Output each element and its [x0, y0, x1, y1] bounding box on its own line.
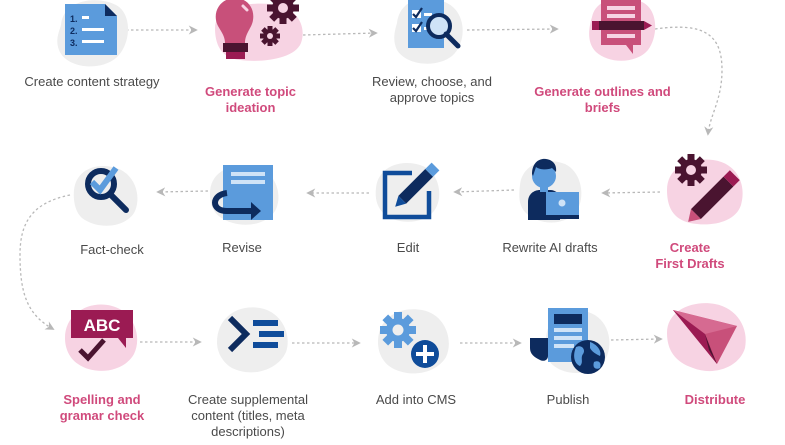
svg-text:ABC: ABC: [84, 316, 121, 335]
svg-text:3.: 3.: [70, 38, 78, 48]
step-icon-distribute: [665, 298, 753, 378]
step-label-create-supplemental-content: Create supplemental content (titles, met…: [188, 392, 308, 439]
lightbulb-gears-icon: [215, 0, 303, 61]
svg-text:2.: 2.: [70, 26, 78, 36]
numbered-list-document-icon: 1. 2. 3.: [57, 0, 129, 67]
gear-plus-icon: [378, 309, 449, 374]
step-label-edit: Edit: [396, 240, 420, 255]
step-icon-spelling-grammar-check: ABC: [60, 298, 145, 376]
connector-9-10: [19, 194, 71, 330]
document-return-arrow-icon: [210, 165, 279, 225]
connector-4-5: [654, 26, 723, 136]
step-icon-create-content-strategy: 1. 2. 3.: [41, 0, 141, 80]
step-icon-review-choose-approve: [382, 0, 472, 70]
connector-8-9: [156, 187, 209, 197]
step-icon-generate-topic-ideation: [205, 0, 310, 78]
connector-13-14: [610, 334, 663, 344]
step-icon-generate-outlines-briefs: [574, 0, 664, 67]
magnifier-check-icon: [73, 166, 138, 226]
step-label-review-choose-approve: Review, choose, and approve topics: [372, 74, 492, 105]
step-icon-rewrite-ai-drafts: [510, 150, 590, 230]
abc-speech-check-icon: ABC: [65, 304, 138, 371]
connector-6-7: [453, 187, 515, 197]
edit-square-icon: [375, 162, 440, 222]
step-label-create-content-strategy: Create content strategy: [24, 74, 160, 89]
connector-5-6: [601, 188, 661, 198]
step-icon-publish: [528, 302, 618, 382]
step-icon-edit: [368, 153, 448, 228]
paper-plane-icon: [667, 303, 746, 372]
step-label-revise: Revise: [222, 240, 262, 255]
step-label-create-first-drafts: Create First Drafts: [655, 240, 725, 271]
gear-pencil-icon: [667, 154, 743, 225]
step-label-generate-outlines-briefs: Generate outlines and briefs: [534, 84, 671, 115]
step-label-add-into-cms: Add into CMS: [375, 392, 457, 407]
step-label-spelling-grammar-check: Spelling and gramar check: [59, 392, 145, 423]
step-label-publish: Publish: [546, 392, 590, 407]
connector-2-3: [302, 28, 378, 38]
document-pen-icon: [589, 0, 656, 61]
checklist-magnifier-icon: [394, 0, 463, 64]
step-label-rewrite-ai-drafts: Rewrite AI drafts: [502, 240, 598, 255]
step-icon-revise: [205, 155, 287, 230]
document-globe-icon: [530, 308, 610, 374]
step-icon-create-supplemental-content: [212, 300, 297, 378]
step-label-distribute: Distribute: [684, 392, 746, 407]
step-icon-fact-check: [68, 158, 148, 233]
step-icon-add-into-cms: [370, 302, 455, 380]
step-label-generate-topic-ideation: Generate topic ideation: [204, 84, 297, 115]
person-laptop-icon: [519, 158, 582, 223]
connector-3-4: [466, 24, 559, 34]
step-icon-create-first-drafts: [655, 145, 750, 235]
step-label-fact-check: Fact-check: [80, 242, 144, 257]
prompt-lines-icon: [217, 307, 288, 373]
svg-text:1.: 1.: [70, 14, 78, 24]
